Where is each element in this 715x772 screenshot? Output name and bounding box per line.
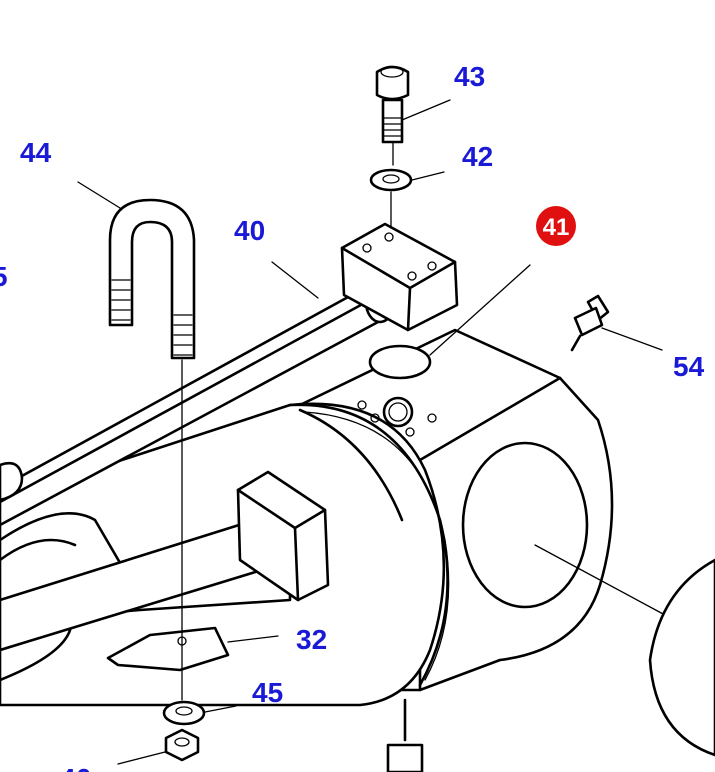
leader-lines	[77, 99, 663, 765]
callout-44: 44	[20, 137, 52, 168]
bolt-43	[375, 65, 410, 166]
nut-46	[164, 728, 200, 762]
callout-40: 40	[234, 215, 265, 246]
callout-5-partial: 5	[0, 261, 8, 292]
right-partial-cylinder	[648, 558, 715, 757]
mount-block	[340, 222, 459, 332]
callout-32: 32	[296, 624, 327, 655]
o-ring	[368, 344, 432, 380]
callout-41-highlight: 41	[536, 206, 576, 246]
top-ports	[357, 396, 437, 437]
callout-46-partial: 46	[60, 763, 91, 772]
u-bolt	[108, 198, 196, 701]
callout-43: 43	[454, 61, 485, 92]
bottom-fitting	[386, 698, 424, 772]
highlight-badge	[536, 206, 576, 246]
upper-tube	[0, 461, 24, 502]
grease-fitting	[570, 294, 610, 352]
callout-45: 45	[252, 677, 283, 708]
washer-42	[369, 168, 413, 229]
washer-45	[162, 700, 206, 726]
callout-41: 41	[543, 214, 570, 241]
rod-block	[236, 470, 330, 602]
end-bore	[461, 441, 589, 609]
callout-54: 54	[673, 351, 705, 382]
callout-42: 42	[462, 141, 493, 172]
